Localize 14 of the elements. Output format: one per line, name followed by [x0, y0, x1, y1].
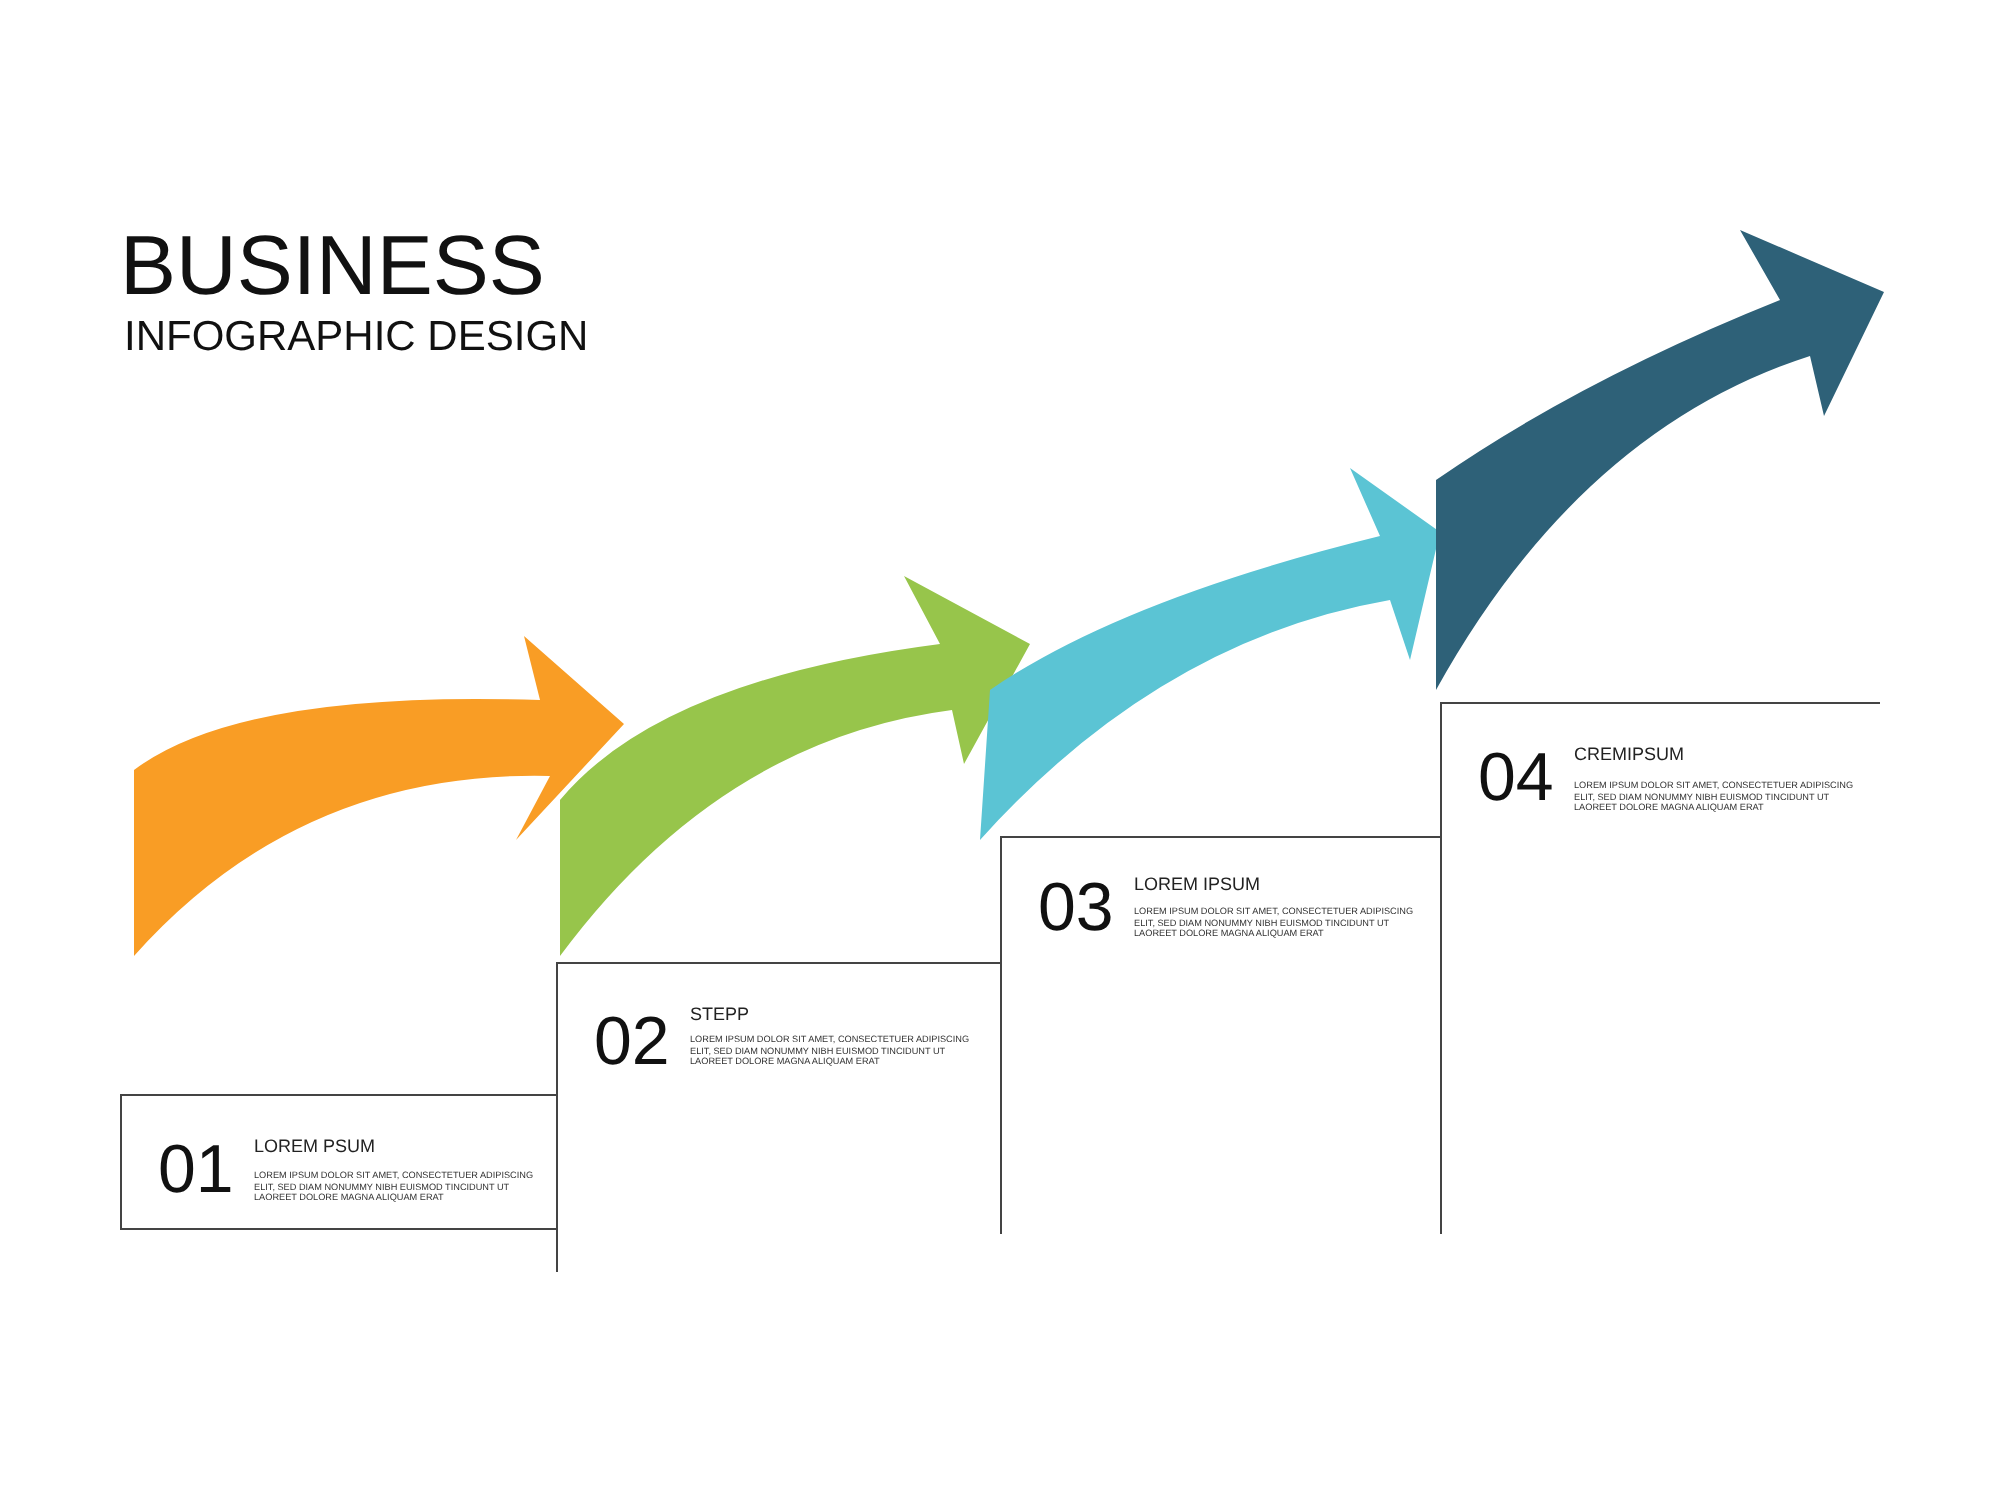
step-box [1000, 836, 1440, 1234]
step-heading: LOREM PSUM [254, 1136, 376, 1156]
step-heading: STEPP [690, 1004, 750, 1024]
step-number: 02 [594, 1008, 670, 1076]
step-number: 03 [1038, 874, 1114, 942]
step-box [556, 962, 1000, 1272]
step-heading: CREMIPSUM [1574, 744, 1685, 764]
step-number: 01 [158, 1136, 234, 1204]
step-heading: LOREM IPSUM [1134, 874, 1261, 894]
step-number: 04 [1478, 744, 1554, 812]
subtitle: INFOGRAPHIC DESIGN [124, 316, 589, 358]
step-box [1440, 702, 1880, 1234]
title: BUSINESS [120, 224, 545, 308]
step-box [120, 1094, 558, 1230]
